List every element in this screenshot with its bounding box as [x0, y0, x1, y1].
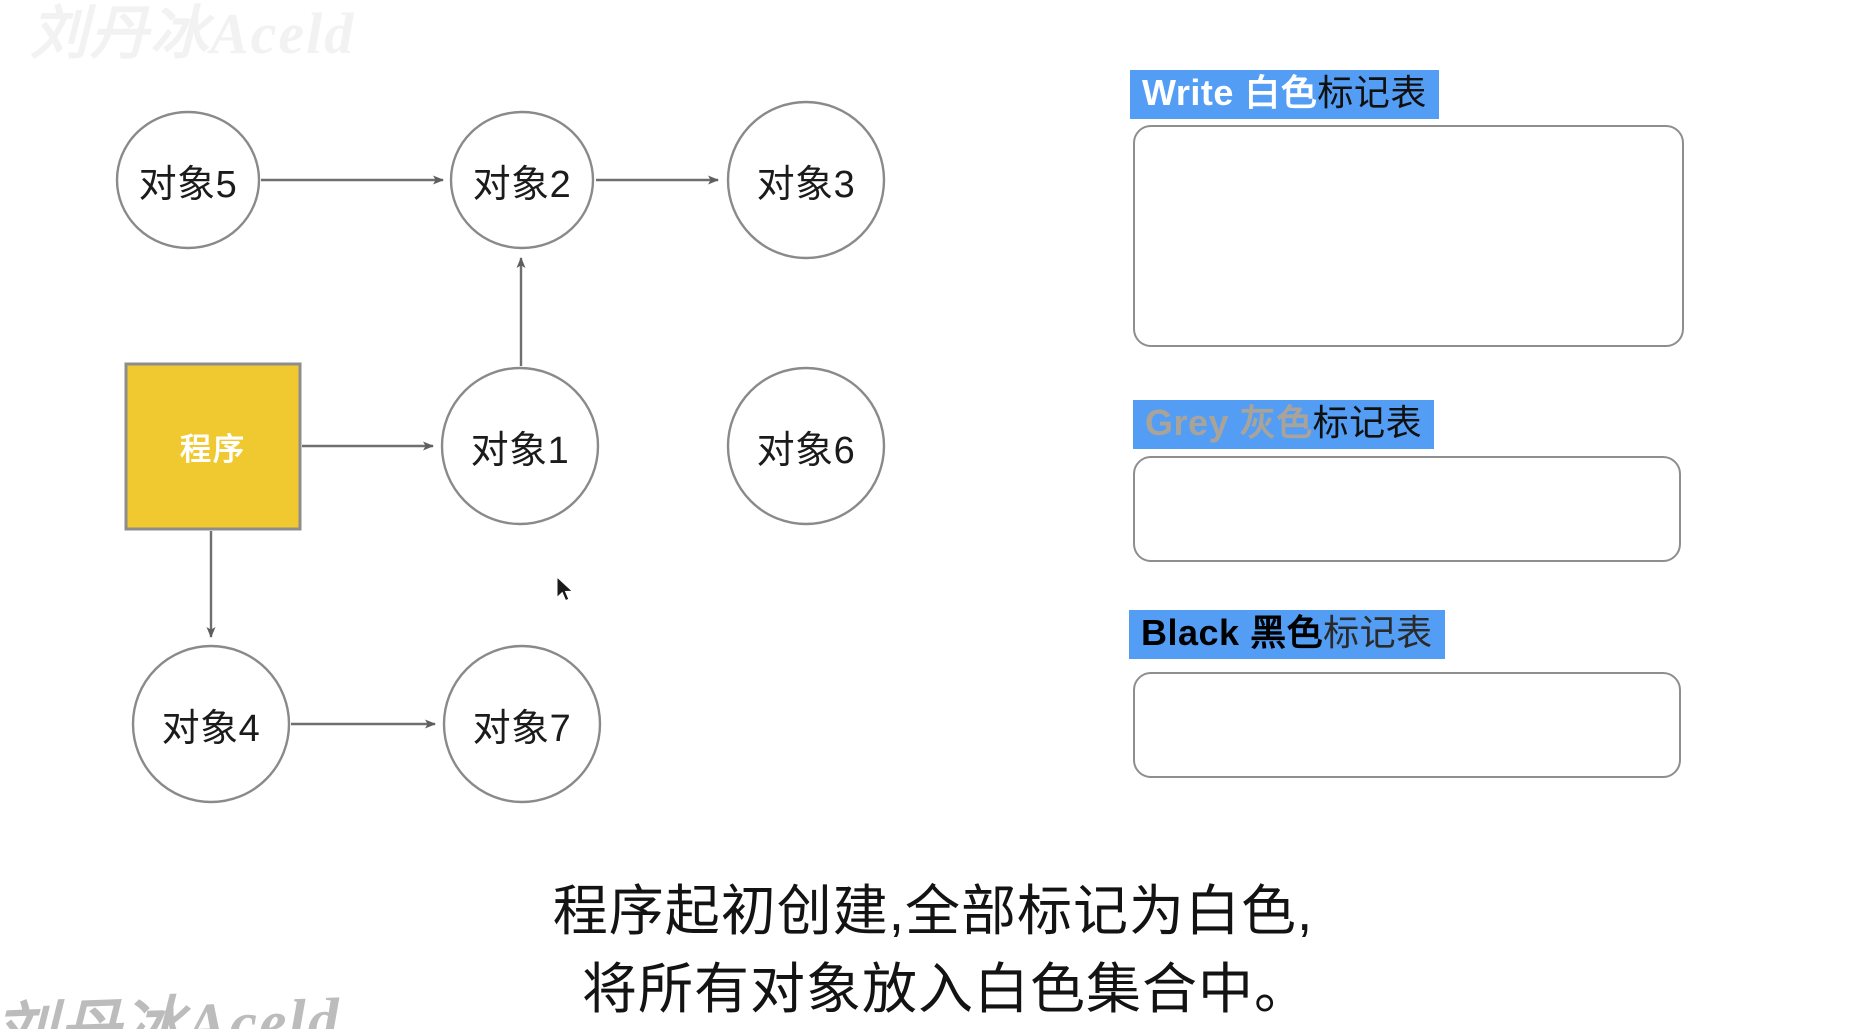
mark-table-write-en: Write [1142, 72, 1234, 113]
graph-node-obj2[interactable] [449, 110, 595, 250]
mark-table-grey-box[interactable] [1133, 456, 1681, 562]
mark-table-write-cn-tail: 标记表 [1317, 72, 1427, 113]
mark-table-write-title: Write 白色标记表 [1130, 70, 1439, 120]
mark-table-grey-en: Grey [1145, 402, 1230, 443]
graph-node-obj1[interactable] [440, 366, 600, 526]
mark-table-grey-cn-color: 灰色 [1229, 402, 1313, 443]
mark-table-write-box[interactable] [1133, 125, 1684, 347]
mark-table-black-title: Black 黑色标记表 [1129, 610, 1445, 660]
mark-table-black-box[interactable] [1133, 672, 1681, 778]
graph-node-obj6[interactable] [726, 366, 886, 526]
program-box[interactable] [124, 362, 302, 531]
mark-table-black-cn-color: 黑色 [1239, 612, 1324, 653]
mark-table-grey-title: Grey 灰色标记表 [1133, 400, 1435, 450]
caption-line-2: 将所有对象放入白色集合中。 [581, 958, 1310, 1021]
program-box-label: 程序 [180, 432, 246, 467]
caption-line-1: 程序起初创建,全部标记为白色, [552, 880, 1314, 942]
graph-node-obj7[interactable] [442, 644, 602, 804]
mark-table-black-cn-tail: 标记表 [1323, 612, 1433, 653]
mark-table-black-en: Black [1141, 612, 1240, 653]
mark-table-grey-cn-tail: 标记表 [1312, 402, 1423, 443]
graph-node-obj5[interactable] [115, 110, 261, 250]
caption: 程序起初创建,全部标记为白色, 将所有对象放入白色集合中。 [0, 872, 1866, 1028]
graph-node-obj3[interactable] [726, 100, 886, 260]
graph-node-obj4[interactable] [131, 644, 291, 804]
mark-table-write-cn-color: 白色 [1233, 72, 1318, 113]
